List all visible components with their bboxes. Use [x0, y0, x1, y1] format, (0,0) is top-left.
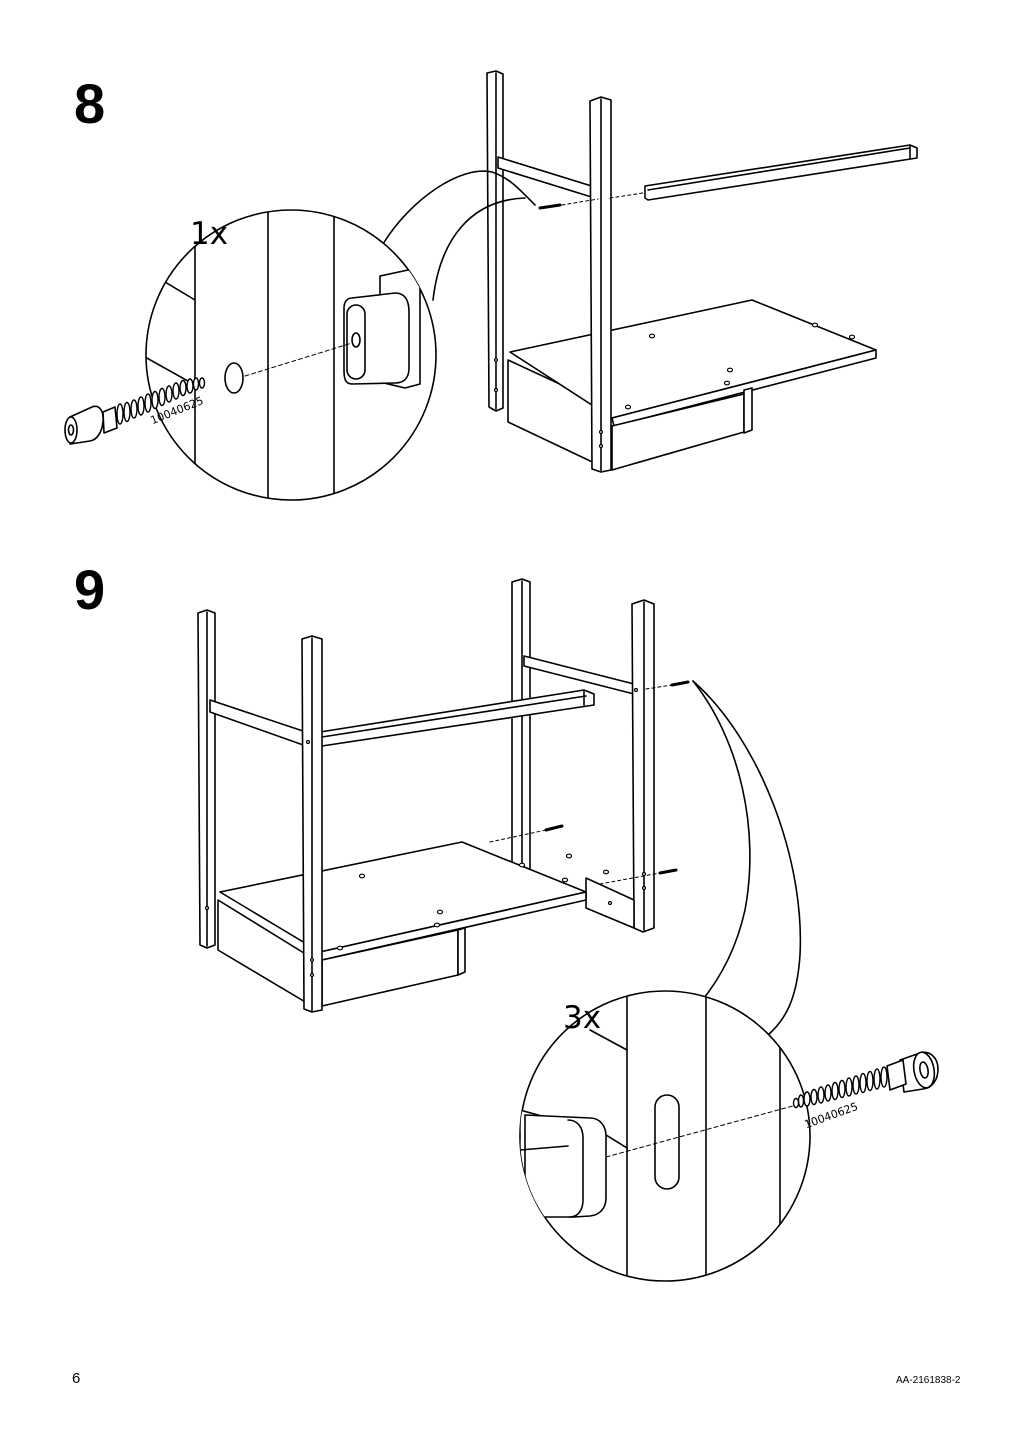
page-number: 6: [72, 1370, 81, 1387]
step-8-quantity-label: 1x: [190, 216, 229, 252]
step-8-detail-callout: [145, 200, 436, 500]
step-9-callout-pointer: [693, 681, 800, 1035]
step-9-screw-icon: [794, 1051, 939, 1108]
step-9-frame-illustration: [198, 579, 688, 1012]
step-8-callout-pointer: [383, 171, 535, 244]
step-9-detail-callout: [520, 985, 810, 1290]
step-9-quantity-label: 3x: [563, 1000, 602, 1036]
step-9-small-screw-icons: [490, 682, 688, 884]
step-8-frame-illustration: [487, 71, 917, 472]
step-9-number: 9: [74, 558, 106, 621]
step-8-small-screw-icon: [540, 193, 643, 208]
step-8-screw-icon: [65, 378, 205, 444]
step-8-number: 8: [74, 72, 106, 135]
document-code: AA-2161838-2: [896, 1375, 961, 1386]
